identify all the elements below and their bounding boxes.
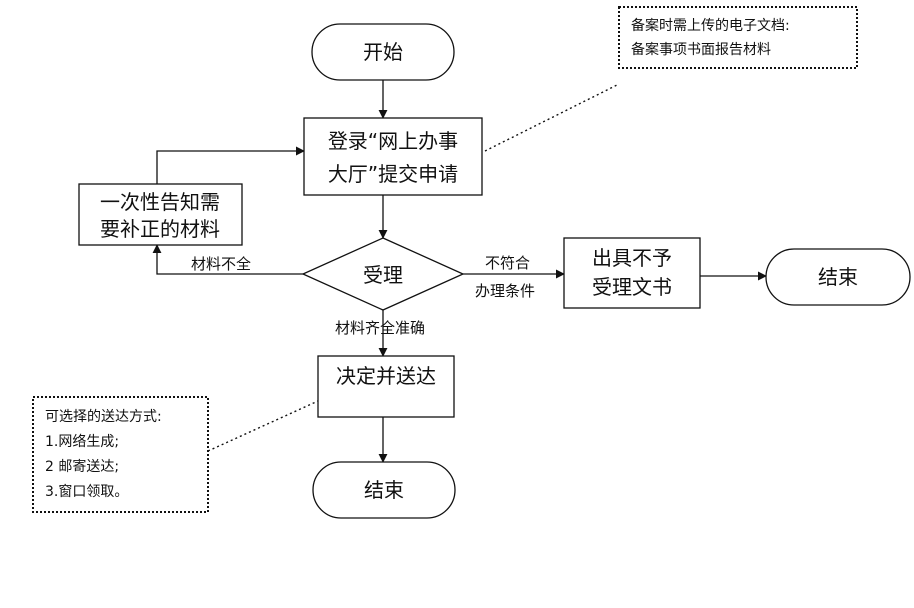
start-node: 开始 — [311, 23, 455, 81]
notify-label-line2: 要补正的材料 — [100, 217, 220, 241]
end-bottom-label: 结束 — [364, 478, 404, 502]
edge-label-not-meet-2: 办理条件 — [475, 282, 535, 300]
edge-notify-to-login — [156, 146, 305, 184]
edge-label-complete: 材料齐全准确 — [335, 319, 425, 337]
login-label-line2: 大厅”提交申请 — [328, 162, 458, 186]
note-leader-delivery — [207, 400, 319, 452]
accept-decision-node: 受理 — [301, 237, 465, 311]
edge-accept-to-notify — [152, 244, 303, 275]
decide-node: 决定并送达 — [317, 355, 455, 418]
end-bottom-node: 结束 — [312, 461, 456, 519]
login-label-line1: 登录“网上办事 — [328, 129, 458, 153]
notify-node: 一次性告知需 要补正的材料 — [78, 183, 243, 246]
start-label: 开始 — [363, 40, 403, 64]
notify-label-line1: 一次性告知需 — [100, 190, 220, 214]
note-delivery-item-2: 2 邮寄送达; — [45, 458, 119, 475]
note-upload: 备案时需上传的电子文档: 备案事项书面报告材料 — [618, 6, 858, 69]
note-delivery-item-3: 3.窗口领取。 — [45, 483, 128, 500]
edge-label-incomplete: 材料不全 — [191, 255, 251, 273]
note-upload-line1: 备案时需上传的电子文档: — [631, 17, 790, 34]
reject-doc-node: 出具不予 受理文书 — [563, 237, 701, 309]
end-right-node: 结束 — [765, 248, 911, 306]
note-delivery-item-1: 1.网络生成; — [45, 434, 119, 450]
note-upload-line2: 备案事项书面报告材料 — [631, 41, 771, 58]
accept-label: 受理 — [363, 263, 403, 287]
reject-doc-label-line1: 出具不予 — [592, 246, 672, 270]
reject-doc-label-line2: 受理文书 — [592, 275, 672, 299]
note-delivery-title: 可选择的送达方式: — [45, 409, 162, 425]
note-delivery: 可选择的送达方式: 1.网络生成; 2 邮寄送达; 3.窗口领取。 — [32, 396, 209, 513]
end-right-label: 结束 — [818, 265, 858, 289]
login-node: 登录“网上办事 大厅”提交申请 — [303, 117, 483, 196]
edge-label-not-meet-1: 不符合 — [485, 254, 530, 272]
decide-label: 决定并送达 — [336, 364, 436, 388]
note-leader-upload — [484, 83, 620, 152]
